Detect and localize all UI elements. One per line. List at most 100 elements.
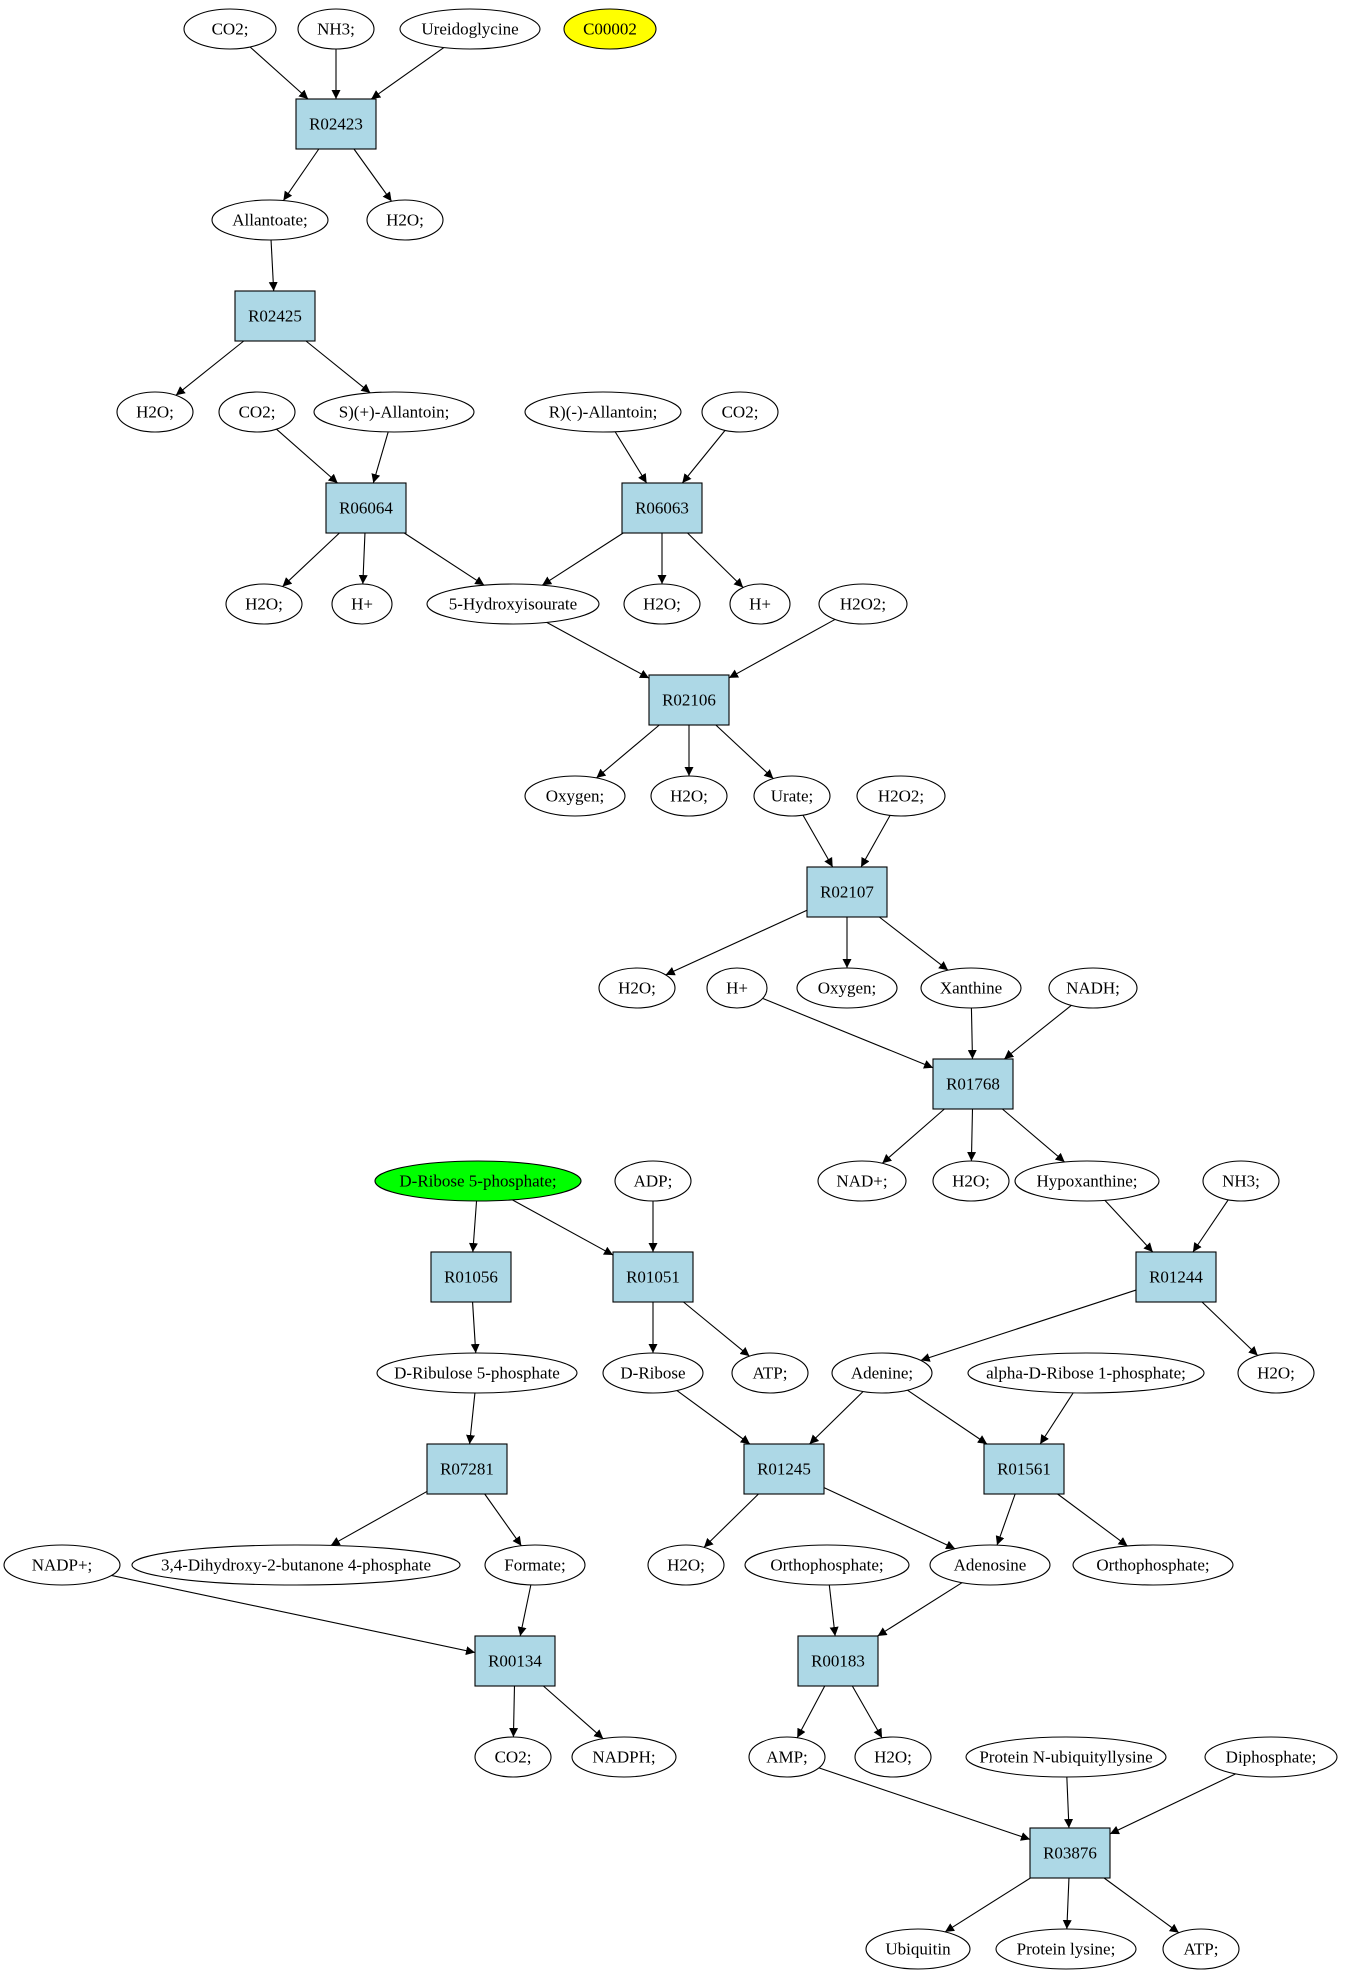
reaction-node-R02107[interactable]: R02107 [806,866,888,918]
compound-node-oxygen_b[interactable]: Oxygen; [796,967,898,1009]
compound-node-c00002[interactable]: C00002 [563,8,657,50]
edge-R02106-to-urate [715,724,774,779]
compound-node-dribose[interactable]: D-Ribose [602,1352,704,1394]
compound-node-h2o2_a[interactable]: H2O2; [818,583,908,625]
compound-node-co2_d[interactable]: CO2; [474,1736,552,1778]
compound-node-atp_a[interactable]: ATP; [731,1352,809,1394]
compound-node-h2o_i[interactable]: H2O; [647,1544,725,1586]
compound-node-h2o_a[interactable]: H2O; [366,199,444,241]
reaction-box [612,1251,694,1303]
reaction-node-R07281[interactable]: R07281 [426,1443,508,1495]
reaction-box [234,290,316,342]
reaction-node-R01768[interactable]: R01768 [932,1058,1014,1110]
compound-node-orthophosphate_b[interactable]: Orthophosphate; [1072,1544,1234,1586]
compound-ellipse [426,583,600,625]
compound-node-h2o_d[interactable]: H2O; [623,583,701,625]
compound-ellipse [571,1736,677,1778]
compound-node-xanthine[interactable]: Xanthine [920,967,1022,1009]
node-label: C00002 [583,20,637,39]
reaction-node-R00183[interactable]: R00183 [797,1635,879,1687]
compound-node-adenosine[interactable]: Adenosine [929,1544,1051,1586]
compound-node-ureidoglycine[interactable]: Ureidoglycine [399,8,541,50]
compound-node-adp[interactable]: ADP; [614,1160,692,1202]
compound-node-formate[interactable]: Formate; [484,1544,586,1586]
compound-node-adenine[interactable]: Adenine; [831,1352,933,1394]
compound-node-protein_ubiq[interactable]: Protein N-ubiquityllysine [965,1736,1167,1778]
node-label: Xanthine [940,979,1002,998]
compound-node-co2_b[interactable]: CO2; [218,391,296,433]
edge-R01561-to-adenosine [995,1493,1016,1546]
compound-node-hplus_b[interactable]: H+ [729,583,791,625]
reaction-node-R02425[interactable]: R02425 [234,290,316,342]
compound-node-co2_a[interactable]: CO2; [183,8,277,50]
compound-node-hplus_c[interactable]: H+ [706,967,768,1009]
node-label: CO2; [212,20,249,39]
reaction-node-R02106[interactable]: R02106 [648,674,730,726]
node-label: Allantoate; [232,211,308,230]
node-label: AMP; [766,1748,808,1767]
node-label: Orthophosphate; [1096,1556,1209,1575]
edge-formate-to-R00134 [517,1584,532,1637]
compound-node-hydroxyisourate[interactable]: 5-Hydroxyisourate [426,583,600,625]
compound-node-hplus_a[interactable]: H+ [331,583,393,625]
reaction-node-R00134[interactable]: R00134 [474,1635,556,1687]
compound-node-amp[interactable]: AMP; [748,1736,826,1778]
compound-node-dihydroxybutanone[interactable]: 3,4-Dihydroxy-2-butanone 4-phosphate [131,1544,461,1586]
edge-R01561-to-orthophosphate_b [1057,1493,1128,1547]
compound-ellipse [225,583,303,625]
compound-node-nadph[interactable]: NADPH; [571,1736,677,1778]
reaction-node-R06063[interactable]: R06063 [621,482,703,534]
compound-node-nadh[interactable]: NADH; [1048,967,1138,1009]
compound-node-h2o_h[interactable]: H2O; [1237,1352,1315,1394]
reaction-node-R01561[interactable]: R01561 [983,1443,1065,1495]
compound-node-s_allantoin[interactable]: S)(+)-Allantoin; [313,391,475,433]
compound-node-ribulose5p[interactable]: D-Ribulose 5-phosphate [376,1352,578,1394]
compound-node-h2o_j[interactable]: H2O; [854,1736,932,1778]
compound-node-protein_lysine[interactable]: Protein lysine; [995,1928,1137,1970]
edge-hplus_c-to-R01768 [762,997,934,1069]
compound-node-atp_b[interactable]: ATP; [1162,1928,1240,1970]
compound-node-orthophosphate_a[interactable]: Orthophosphate; [744,1544,910,1586]
compound-node-oxygen_a[interactable]: Oxygen; [524,775,626,817]
compound-node-urate[interactable]: Urate; [753,775,831,817]
edge-R02423-to-allantoate [282,148,320,201]
compound-node-nh3_b[interactable]: NH3; [1202,1160,1280,1202]
compound-node-allantoate[interactable]: Allantoate; [211,199,329,241]
edge-adenine-to-R01561 [907,1389,988,1445]
compound-ellipse [731,1352,809,1394]
compound-node-hypoxanthine[interactable]: Hypoxanthine; [1014,1160,1160,1202]
node-label: R06063 [635,499,689,518]
node-label: Orthophosphate; [770,1556,883,1575]
compound-node-nh3_a[interactable]: NH3; [297,8,375,50]
compound-node-h2o_e[interactable]: H2O; [650,775,728,817]
compound-node-ubiquitin[interactable]: Ubiquitin [865,1928,971,1970]
compound-ellipse [183,8,277,50]
compound-node-nadpplus[interactable]: NADP+; [3,1544,121,1586]
reaction-node-R02423[interactable]: R02423 [295,98,377,150]
compound-node-h2o_c[interactable]: H2O; [225,583,303,625]
reaction-node-R01051[interactable]: R01051 [612,1251,694,1303]
compound-ellipse [331,583,393,625]
node-label: Adenine; [851,1364,913,1383]
edge-R00183-to-h2o_j [851,1685,883,1739]
reaction-node-R01056[interactable]: R01056 [430,1251,512,1303]
compound-node-h2o_f[interactable]: H2O; [598,967,676,1009]
compound-ellipse [602,1352,704,1394]
reaction-node-R06064[interactable]: R06064 [325,482,407,534]
compound-node-h2o_b[interactable]: H2O; [116,391,194,433]
compound-node-h2o2_b[interactable]: H2O2; [856,775,946,817]
reaction-node-R01245[interactable]: R01245 [743,1443,825,1495]
reaction-box [430,1251,512,1303]
node-label: R)(-)-Allantoin; [549,403,658,422]
compound-node-h2o_g[interactable]: H2O; [932,1160,1010,1202]
compound-node-alpha_ribose1p[interactable]: alpha-D-Ribose 1-phosphate; [967,1352,1205,1394]
compound-node-ribose5p[interactable]: D-Ribose 5-phosphate; [374,1160,582,1202]
compound-node-co2_c[interactable]: CO2; [701,391,779,433]
reaction-node-R03876[interactable]: R03876 [1029,1827,1111,1879]
edge-adenosine-to-R00183 [877,1582,963,1637]
reaction-node-R01244[interactable]: R01244 [1135,1251,1217,1303]
node-label: R01051 [626,1268,680,1287]
compound-node-nadplus[interactable]: NAD+; [817,1160,907,1202]
compound-node-diphosphate[interactable]: Diphosphate; [1204,1736,1338,1778]
compound-node-r_allantoin[interactable]: R)(-)-Allantoin; [524,391,682,433]
